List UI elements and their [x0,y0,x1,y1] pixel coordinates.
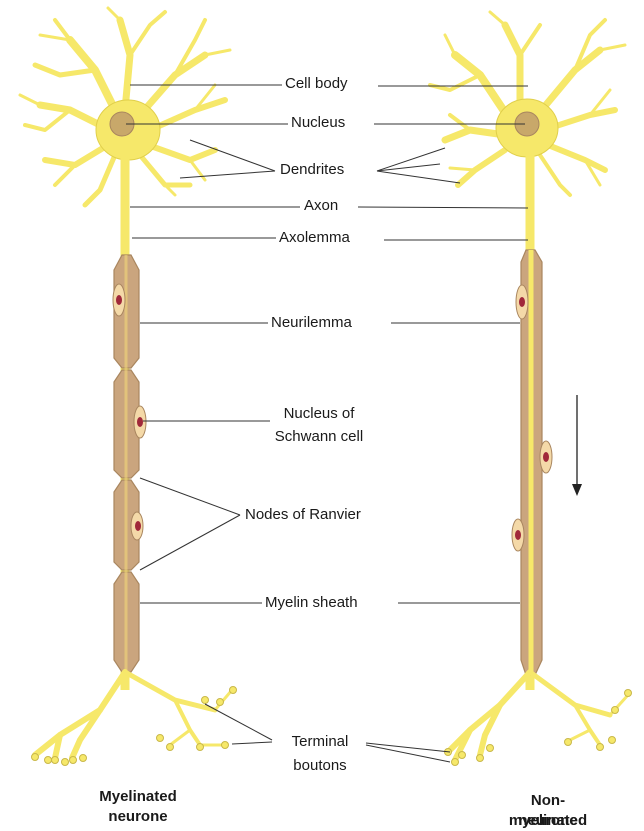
label-nodes-of-ranvier: Nodes of Ranvier [245,506,361,524]
label-terminal-line2: boutons [293,757,346,775]
label-neurilemma: Neurilemma [271,314,352,332]
label-dendrites: Dendrites [280,161,344,179]
left-bouton-dots [32,687,237,766]
label-axon: Axon [304,197,338,215]
caption-myelinated-line1: Myelinated [99,787,177,807]
label-nucleus: Nucleus [291,114,345,132]
non-myelinated-neurone [430,12,632,766]
myelinated-neurone [20,8,237,766]
label-myelin-sheath: Myelin sheath [265,594,358,612]
label-nucleus-schwann-line1: Nucleus of [284,405,355,423]
caption-non-myelinated-line2: neurone [518,811,577,831]
caption-myelinated-line2: neurone [108,807,167,827]
label-axolemma: Axolemma [279,229,350,247]
label-cell-body: Cell body [285,75,348,93]
label-nucleus-schwann-line2: Schwann cell [275,428,363,446]
label-terminal-line1: Terminal [292,733,349,751]
direction-arrow [572,395,582,496]
